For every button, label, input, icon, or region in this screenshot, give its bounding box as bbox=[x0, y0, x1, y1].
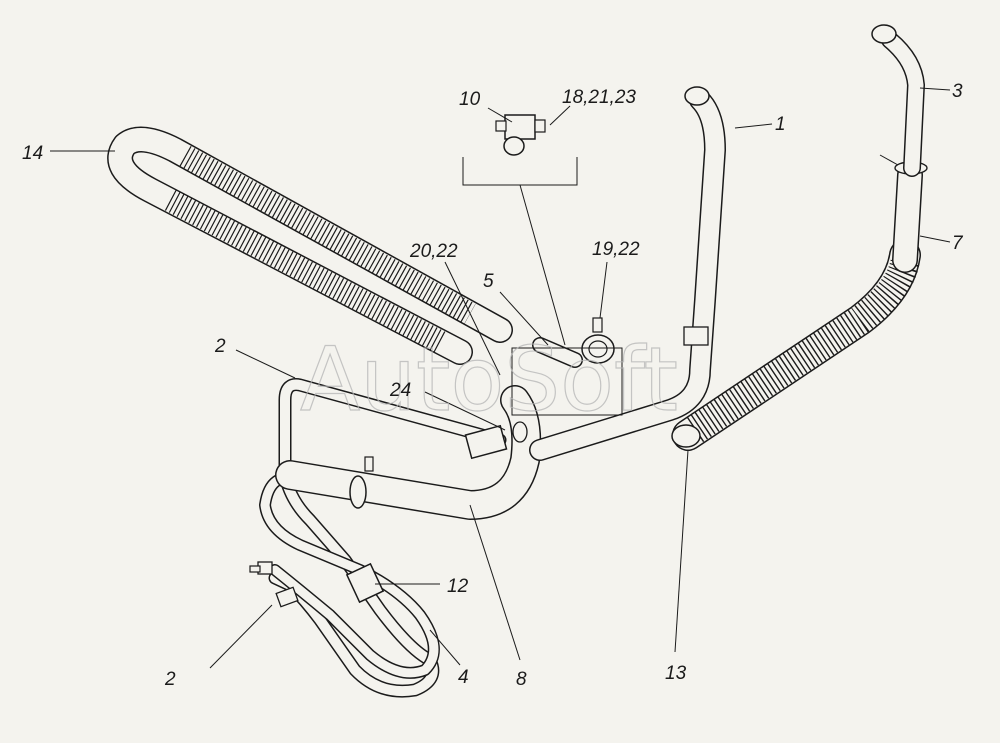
union-12 bbox=[345, 562, 385, 604]
callout-20-22: 20,22 bbox=[409, 241, 458, 262]
tube-3-end-fitting bbox=[871, 24, 897, 44]
callout-7: 7 bbox=[952, 233, 964, 254]
tube-3 bbox=[871, 24, 925, 177]
hose-8 bbox=[275, 385, 542, 520]
clamp-19-22 bbox=[581, 317, 615, 364]
tube-1-sleeve bbox=[683, 326, 709, 346]
callout-3: 3 bbox=[952, 81, 963, 102]
callout-2-lower: 2 bbox=[164, 669, 176, 690]
callout-1: 1 bbox=[775, 114, 786, 135]
callout-labels: 1 2 2 3 4 5 7 8 10 12 13 14 18,21,23 19,… bbox=[22, 81, 964, 690]
callout-24: 24 bbox=[389, 380, 411, 401]
tube-4 bbox=[259, 471, 440, 679]
callout-19-22: 19,22 bbox=[592, 239, 640, 260]
callout-4: 4 bbox=[458, 667, 469, 688]
tube-1 bbox=[529, 86, 726, 461]
valve-detail-10 bbox=[495, 114, 546, 156]
callout-14: 14 bbox=[22, 143, 43, 164]
tube-1-end-fitting bbox=[684, 86, 710, 106]
watermark-text: AutoSoft bbox=[300, 328, 678, 431]
callout-8: 8 bbox=[516, 669, 527, 690]
callout-10: 10 bbox=[459, 89, 481, 110]
clamp-hose-8 bbox=[349, 456, 374, 509]
hose-14 bbox=[107, 126, 513, 365]
callout-12: 12 bbox=[447, 576, 469, 597]
hose-13-open-end bbox=[671, 424, 701, 448]
callout-5: 5 bbox=[483, 271, 494, 292]
detail-bracket bbox=[462, 157, 623, 416]
callout-18-21-23: 18,21,23 bbox=[562, 87, 636, 108]
callout-13: 13 bbox=[665, 663, 687, 684]
leader-lines bbox=[50, 87, 951, 669]
fitting-hose-2-end bbox=[249, 561, 299, 608]
connector-hose-2 bbox=[464, 421, 528, 460]
callout-2-upper: 2 bbox=[214, 336, 226, 357]
